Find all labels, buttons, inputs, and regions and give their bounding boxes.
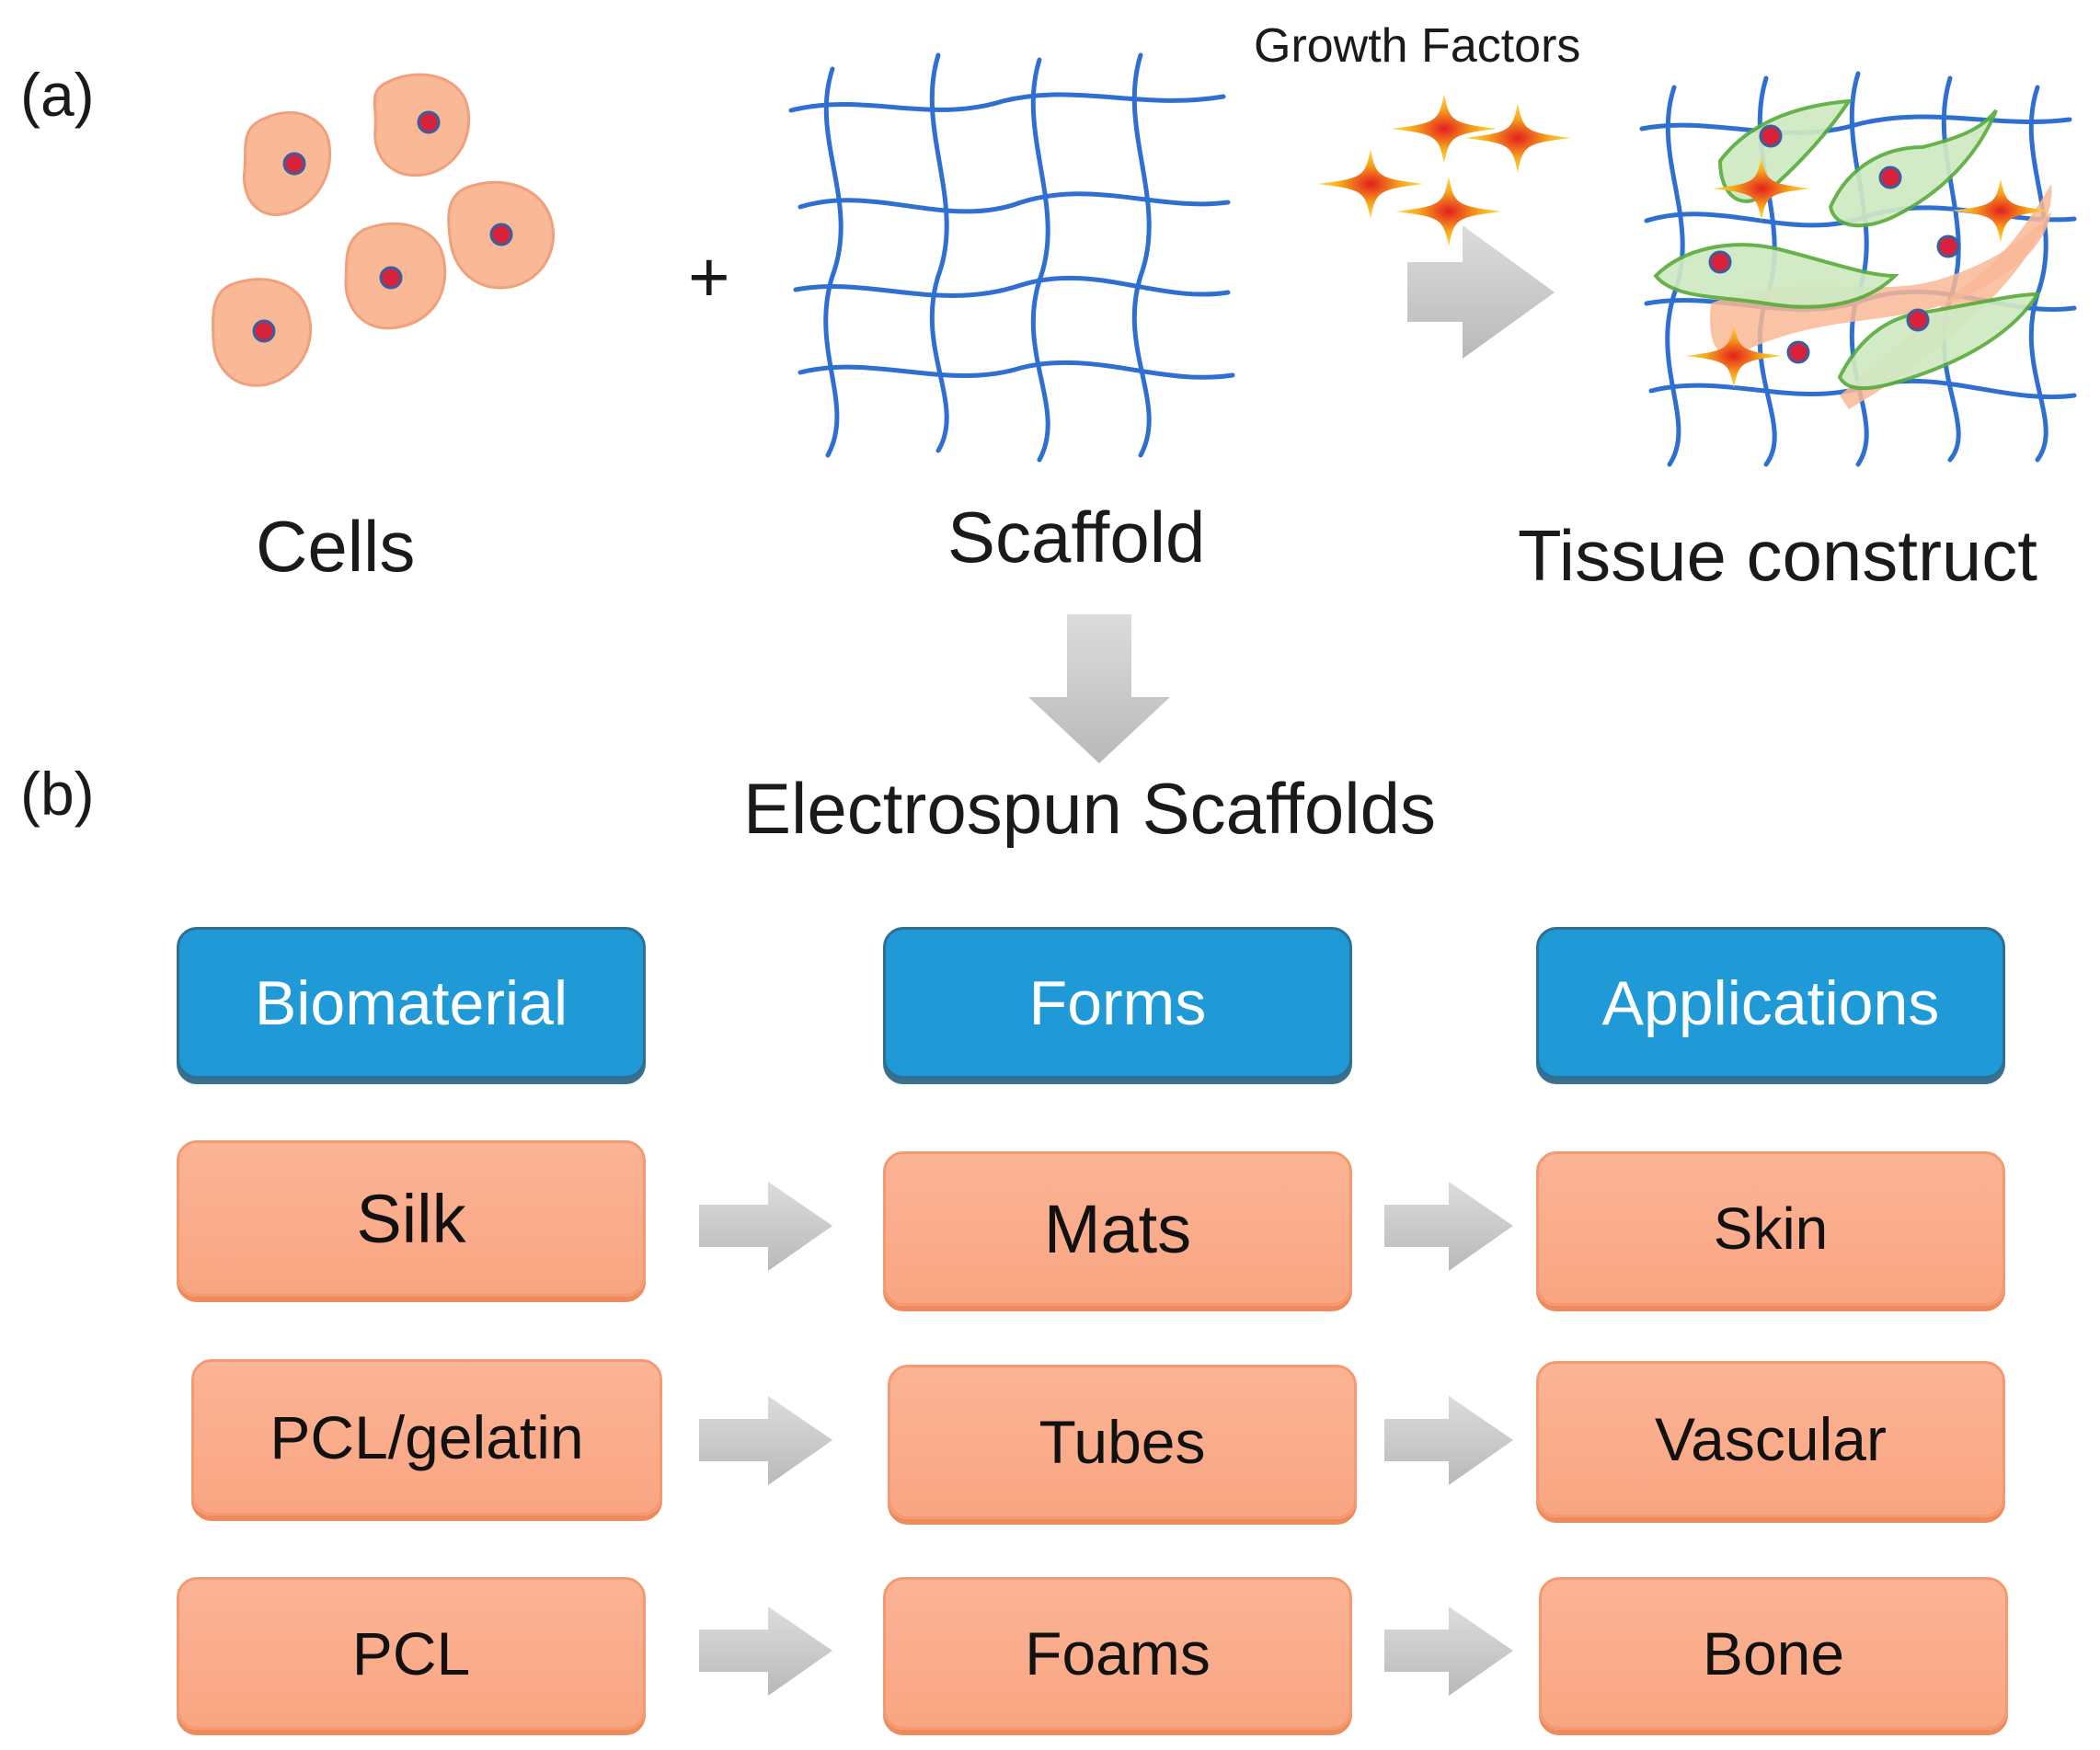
cells-label: Cells [256,506,416,587]
growth-factor-stars [1317,94,1571,246]
form-foams: Foams [883,1577,1352,1730]
plus-sign: + [688,236,730,317]
arrow-right-icon [699,1182,832,1271]
header-forms: Forms [883,927,1352,1079]
form-mats: Mats [883,1151,1352,1306]
application-vascular: Vascular [1536,1361,2005,1517]
biomaterial-pcl: PCL [177,1577,646,1730]
arrow-right-icon [1407,225,1555,359]
scaffold-label: Scaffold [947,497,1206,578]
tissue-construct-label: Tissue construct [1518,515,2037,596]
panel-b-label: (b) [20,760,95,828]
electrospun-title: Electrospun Scaffolds [743,768,1436,849]
tissue-construct [1639,71,2077,467]
round-cells [212,73,555,387]
panel-a-label: (a) [20,61,95,129]
arrow-right-icon [699,1607,832,1696]
arrow-right-icon [699,1396,832,1485]
round-cell [344,222,447,330]
scaffold-mesh [788,52,1235,463]
round-cell [242,110,332,216]
biomaterial-silk: Silk [177,1140,646,1297]
arrow-right-icon [1384,1182,1513,1271]
row-arrows [699,1182,1513,1696]
arrow-right-icon [1384,1396,1513,1485]
header-biomaterial: Biomaterial [177,927,646,1079]
application-bone: Bone [1539,1577,2008,1730]
growth-factors-label: Growth Factors [1254,19,1581,73]
header-applications: Applications [1536,927,2005,1079]
form-tubes: Tubes [888,1365,1357,1519]
arrow-right-icon [1384,1607,1513,1696]
round-cell [447,180,555,290]
application-skin: Skin [1536,1151,2005,1306]
biomaterial-pcl-gelatin: PCL/gelatin [191,1359,662,1516]
round-cell [373,73,471,177]
round-cell [212,278,313,387]
arrow-down-icon [1028,614,1170,763]
